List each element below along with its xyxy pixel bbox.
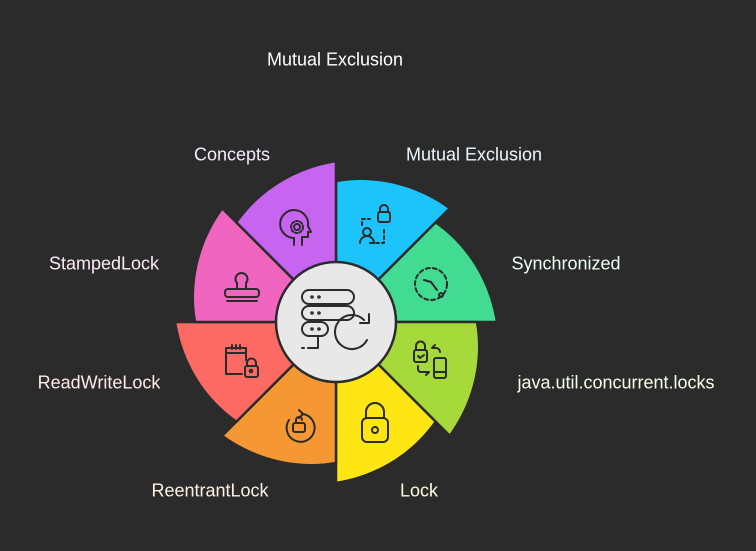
stamp-icon — [224, 272, 260, 302]
diagram-title: Mutual Exclusion — [266, 49, 404, 70]
center-hub — [274, 260, 398, 384]
label-lock: Lock — [399, 480, 439, 501]
padlock-icon — [361, 402, 389, 443]
label-synchronized: Synchronized — [511, 253, 621, 274]
label-reentrantlock: ReentrantLock — [151, 480, 269, 501]
lock-device-sync-icon — [413, 340, 447, 379]
user-lock-icon — [359, 204, 391, 244]
label-readwritelock: ReadWriteLock — [37, 372, 161, 393]
calendar-lock-icon — [225, 344, 259, 378]
label-mutual-exclusion: Mutual Exclusion — [405, 144, 543, 165]
head-gear-icon — [279, 209, 312, 246]
label-stampedlock: StampedLock — [48, 253, 160, 274]
label-java-util-concurrent-locks: java.util.concurrent.locks — [517, 372, 715, 393]
reentrant-unlock-icon — [285, 409, 316, 443]
timer-icon — [414, 267, 448, 301]
server-refresh-icon — [301, 289, 370, 350]
label-concepts: Concepts — [193, 144, 271, 165]
